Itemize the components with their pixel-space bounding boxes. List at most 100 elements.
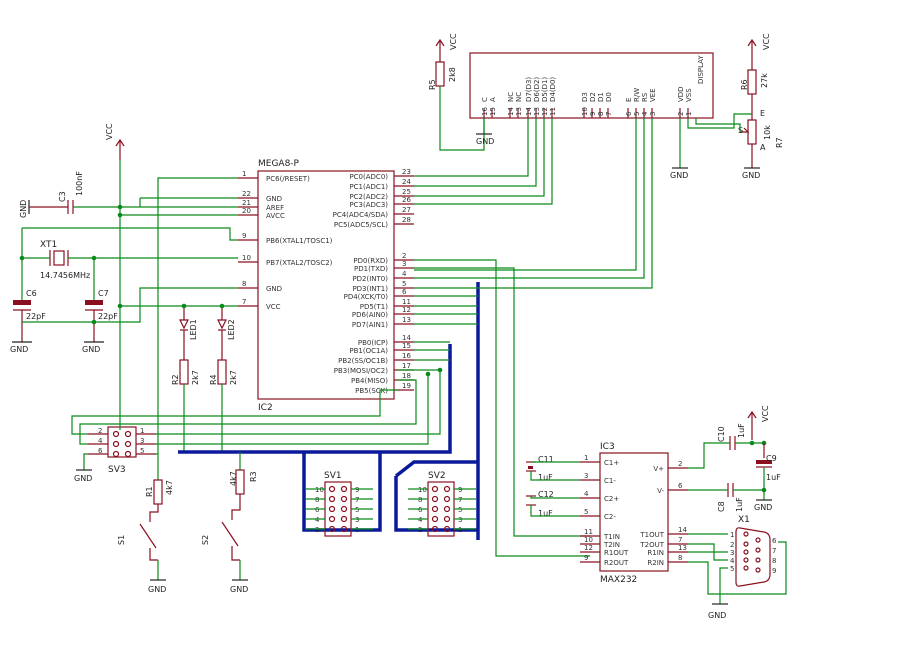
lcd-pin-name: D1 [597, 92, 605, 102]
ic2-pin-name: VCC [266, 303, 281, 311]
svg-text:GND: GND [19, 200, 28, 218]
ic2-pin-name: PD1(TXD) [354, 265, 388, 273]
ic2-pin-number: 26 [402, 196, 411, 204]
ic3-pin-name: V- [657, 487, 664, 495]
svg-text:MAX232: MAX232 [600, 575, 637, 585]
svg-text:2k7: 2k7 [229, 370, 238, 385]
header-pin [431, 485, 439, 493]
header-pin [431, 495, 439, 503]
header-pin [328, 495, 336, 503]
svg-text:1uF: 1uF [538, 473, 553, 482]
svg-text:27k: 27k [760, 73, 769, 88]
ic2-pin-name: PB5(SCK) [355, 387, 388, 395]
capacitor-c8: C8 1uF [717, 483, 744, 512]
svg-text:GND: GND [74, 474, 92, 483]
switch-s2: S2 [201, 494, 241, 561]
lcd-pin-number: 16 [481, 107, 489, 116]
ic3-pin-number: 7 [678, 536, 682, 544]
header-pin-number: 5 [140, 447, 144, 455]
ic3-pin-number: 10 [584, 536, 593, 544]
header-pin [431, 505, 439, 513]
header-pin-number: 6 [418, 506, 423, 514]
header-pin-number: 4 [98, 437, 103, 445]
ic2-pin-name: AVCC [266, 212, 285, 220]
svg-text:2k8: 2k8 [448, 67, 457, 82]
svg-text:GND: GND [708, 611, 726, 620]
svg-text:C6: C6 [26, 289, 37, 298]
svg-text:SV3: SV3 [108, 465, 126, 475]
dsub-pin [743, 565, 749, 571]
ic3-pin-number: 12 [584, 544, 593, 552]
ic2-pin-number: 11 [402, 298, 411, 306]
header-pin-number: 3 [458, 516, 462, 524]
svg-text:LED1: LED1 [189, 319, 198, 340]
header-pin [431, 525, 439, 533]
header-pin [112, 440, 120, 448]
header-pin-number: 1 [140, 427, 144, 435]
ic2-pin-number: 9 [242, 232, 246, 240]
ic2-pin-number: 12 [402, 306, 411, 314]
svg-text:R5: R5 [428, 79, 437, 90]
lcd-pin-name: D0 [605, 92, 613, 102]
ic2-pin-number: 16 [402, 352, 411, 360]
svg-text:1uF: 1uF [735, 497, 744, 512]
ic3-pin-number: 11 [584, 528, 593, 536]
ic2-pin-name: PC4(ADC4/SDA) [333, 211, 389, 219]
dsub-pin-number: 2 [730, 541, 734, 549]
svg-text:VCC: VCC [761, 405, 770, 422]
ic2-pin-number: 15 [402, 342, 411, 350]
lcd-logo: DISPLAY [697, 55, 705, 84]
ic3-pin-number: 13 [678, 544, 687, 552]
lcd-pin-number: 2 [677, 112, 685, 116]
svg-text:GND: GND [476, 137, 494, 146]
header-pin [443, 525, 451, 533]
ic2-pin-number: 13 [402, 316, 411, 324]
svg-text:E: E [760, 109, 765, 118]
svg-text:R2: R2 [171, 374, 180, 385]
ic3-pin-number: 5 [584, 508, 588, 516]
lcd-pin-number: 15 [489, 107, 497, 116]
ic2-pin-number: 8 [242, 280, 246, 288]
header-pin [443, 505, 451, 513]
resistor-r6: R6 27k [740, 69, 769, 95]
ic2-pin-number: 3 [402, 260, 406, 268]
header-pin-number: 1 [355, 526, 359, 534]
svg-text:R1: R1 [145, 486, 154, 497]
ic2-pin-number: 19 [402, 382, 411, 390]
lcd-pin-name: D6(D2) [533, 77, 541, 102]
lcd-pin-name: D2 [589, 92, 597, 102]
capacitor-c10: C10 1uF [717, 423, 746, 450]
ic3-pin-name: R2IN [647, 559, 664, 567]
ic2-pin-name: PB0(ICP) [358, 339, 388, 347]
header-pin [328, 505, 336, 513]
svg-text:2k7: 2k7 [191, 370, 200, 385]
ic2-name: MEGA8-P [258, 159, 300, 169]
svg-text:A: A [760, 143, 766, 152]
svg-text:C11: C11 [538, 455, 554, 464]
header-pin-number: 1 [458, 526, 462, 534]
ic2-pin-name: PC6(/RESET) [266, 175, 310, 183]
ic3-pin-number: 1 [584, 454, 588, 462]
header-pin-number: 4 [315, 516, 320, 524]
header-pin [124, 430, 132, 438]
ic2-pin-number: 20 [242, 207, 251, 215]
header-pin-number: 5 [458, 506, 462, 514]
lcd-pin-name: E [625, 98, 633, 102]
svg-text:10k: 10k [763, 125, 772, 140]
ic2-pin-name: PC5(ADC5/SCL) [334, 221, 388, 229]
ic3-pin-number: 6 [678, 482, 683, 490]
ic3-pin-number: 3 [584, 472, 588, 480]
dsub-pin [755, 567, 761, 573]
ic2-pin-name: PD0(RXD) [353, 257, 388, 265]
header-pin-number: 7 [355, 496, 359, 504]
ic2-pin-name: PB4(MISO) [351, 377, 388, 385]
ic2-pin-name: PD2(INT0) [352, 275, 388, 283]
ic2-pin-name: PB7(XTAL2/TOSC2) [266, 259, 333, 267]
lcd-display: DISPLAY 16C15A14NC13NC14D7(D3)13D6(D2)12… [469, 52, 714, 119]
ic2-ref: IC2 [258, 403, 273, 413]
ic2-pin-name: PD7(AIN1) [352, 321, 388, 329]
dsub-pin-number: 9 [772, 567, 776, 575]
